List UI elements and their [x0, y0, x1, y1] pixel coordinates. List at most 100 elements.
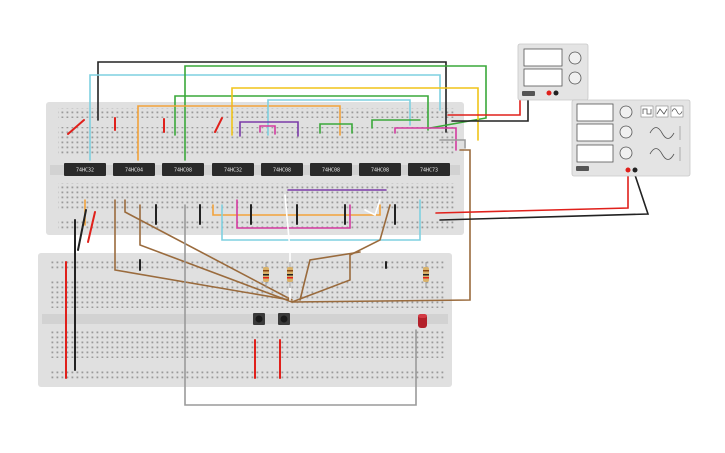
chip-8[interactable]: 74HC73: [408, 163, 450, 176]
wire-yellow-loop[interactable]: [231, 87, 479, 141]
resistor-band: [423, 277, 429, 279]
waveform-buttons: [640, 105, 684, 118]
led[interactable]: [418, 314, 427, 328]
wire-brown-short[interactable]: [299, 251, 361, 301]
resistor-band: [287, 274, 293, 276]
function-generator[interactable]: [571, 99, 691, 177]
chip-7[interactable]: 74HC08: [359, 163, 401, 176]
chip-label: 74HC04: [125, 168, 143, 174]
terminal-strip-top-b: [58, 183, 454, 211]
pushbutton-2[interactable]: [278, 313, 290, 325]
chip-body: [310, 163, 352, 176]
wire-red-jumper-4[interactable]: [214, 117, 223, 133]
led-dome: [418, 314, 427, 318]
chip-1[interactable]: 74HC32: [64, 163, 106, 176]
chip-label: 74HC73: [420, 168, 438, 174]
terminal-strip-bottom-b: [50, 330, 444, 358]
wire-black-top-loop[interactable]: [97, 61, 447, 133]
wire-gray-loop[interactable]: [184, 204, 417, 406]
chip-label: 74HC32: [224, 168, 242, 174]
terminal-positive[interactable]: [625, 167, 631, 173]
resistor-band: [263, 277, 269, 279]
chip-4[interactable]: 74HC32: [212, 163, 254, 176]
resistors: [263, 262, 429, 288]
chip-body: [113, 163, 155, 176]
knob-icon[interactable]: [619, 125, 633, 139]
resistor-band: [287, 270, 293, 272]
power-supply[interactable]: [517, 43, 589, 101]
fgen-display-2: [576, 123, 614, 142]
resistor-band: [263, 270, 269, 272]
chip-body: [261, 163, 303, 176]
waveform-preview-icon: [649, 127, 675, 139]
resistor-band: [287, 277, 293, 279]
terminal-negative[interactable]: [632, 167, 638, 173]
terminal-negative[interactable]: [553, 90, 559, 96]
wire-brown-diag-3[interactable]: [139, 204, 293, 303]
knob-icon[interactable]: [619, 105, 633, 119]
wire-black-fgen[interactable]: [439, 171, 650, 221]
wire-cyan-bottom[interactable]: [221, 199, 421, 241]
wire-black-psu[interactable]: [451, 94, 529, 122]
wire-brown-diag-1[interactable]: [124, 199, 293, 301]
chip-label: 74HC08: [371, 168, 389, 174]
pushbutton-1[interactable]: [253, 313, 265, 325]
wire-brown-right[interactable]: [291, 149, 471, 303]
wire-cyan-top-short[interactable]: [267, 99, 411, 136]
chip-5[interactable]: 74HC08: [261, 163, 303, 176]
power-supply-display-1: [523, 48, 563, 67]
resistor-1[interactable]: [263, 262, 269, 288]
fgen-display-3: [576, 144, 614, 163]
resistor-band: [263, 274, 269, 276]
chip-body: [162, 163, 204, 176]
pushbuttons: [253, 313, 290, 325]
resistor-band: [423, 270, 429, 272]
wire-purple-top[interactable]: [239, 121, 299, 137]
wire-green-inner[interactable]: [174, 95, 429, 136]
knob-icon[interactable]: [568, 71, 582, 85]
terminal-strip-bottom-a: [50, 280, 444, 308]
wire-gray-right[interactable]: [439, 139, 466, 149]
chip-label: 74HC08: [322, 168, 340, 174]
wire-green-short[interactable]: [319, 123, 353, 134]
wire-black-link[interactable]: [77, 209, 87, 251]
wire-cyan-loop[interactable]: [89, 74, 441, 161]
wire-magenta-bottom[interactable]: [236, 199, 351, 229]
chip-body: [212, 163, 254, 176]
breadboard-top[interactable]: [46, 102, 464, 235]
wire-magenta-top[interactable]: [259, 125, 276, 135]
knob-icon[interactable]: [568, 51, 582, 65]
power-switch[interactable]: [522, 91, 535, 96]
terminal-positive[interactable]: [546, 90, 552, 96]
wire-red-psu[interactable]: [447, 94, 521, 116]
chip-2[interactable]: 74HC04: [113, 163, 155, 176]
wire-red-jumper-1[interactable]: [67, 119, 85, 135]
knob-icon[interactable]: [619, 146, 633, 160]
chip-body: [359, 163, 401, 176]
chips: 74HC32 74HC04 74HC08 74HC32 74HC08 74HC0…: [64, 163, 450, 176]
wire-red-link[interactable]: [87, 211, 96, 243]
resistor-3[interactable]: [423, 262, 429, 288]
terminal-strip-top-a: [58, 127, 454, 155]
power-switch[interactable]: [576, 166, 589, 171]
wire-white-short[interactable]: [364, 199, 381, 217]
power-rail-bottom-lower: [50, 370, 444, 380]
wire-red-fgen[interactable]: [435, 171, 629, 214]
chip-3[interactable]: 74HC08: [162, 163, 204, 176]
wire-orange-top[interactable]: [137, 105, 341, 161]
wire-brown-diag-2[interactable]: [114, 199, 291, 301]
chip-label: 74HC32: [76, 168, 94, 174]
chip-body: [64, 163, 106, 176]
resistor-band: [423, 274, 429, 276]
chip-label: 74HC08: [273, 168, 291, 174]
wire-magenta-right[interactable]: [394, 127, 457, 151]
fgen-display-1: [576, 103, 614, 122]
resistor-2[interactable]: [287, 262, 293, 288]
chip-6[interactable]: 74HC08: [310, 163, 352, 176]
breadboard-bottom[interactable]: [38, 253, 452, 387]
wire-brown-to-top[interactable]: [291, 204, 391, 303]
wires: [65, 61, 650, 406]
power-rail-top-upper: [58, 108, 454, 118]
wire-green-mid[interactable]: [371, 119, 421, 129]
